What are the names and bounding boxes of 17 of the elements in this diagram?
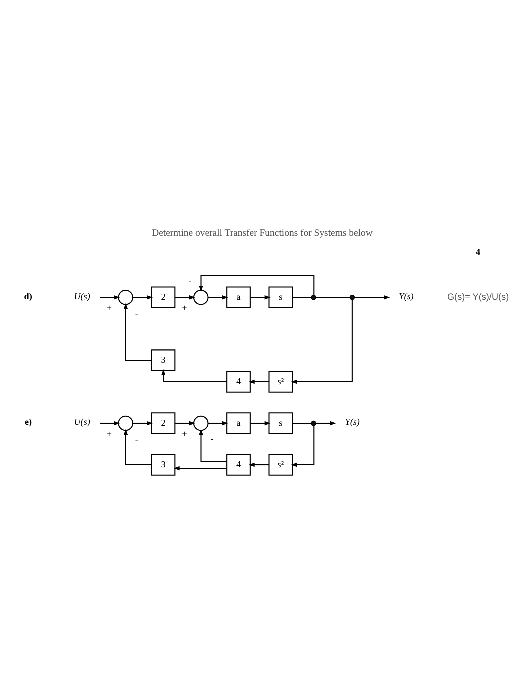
- label: d): [24, 290, 32, 301]
- edge-label: +: [182, 428, 188, 438]
- node-text: Y(s): [345, 416, 360, 427]
- edge-label: +: [106, 428, 112, 438]
- label: 4: [476, 246, 481, 257]
- node-text: Y(s): [399, 290, 414, 301]
- edge-label: -: [135, 434, 138, 444]
- label: e): [24, 416, 32, 427]
- label: G(s)= Y(s)/U(s): [447, 292, 510, 302]
- edge-label: -: [188, 275, 192, 286]
- diagram-title: Determine overall Transfer Functions for Systems below: [152, 227, 373, 238]
- edge-label: -: [135, 308, 138, 318]
- edge-label: +: [182, 302, 188, 312]
- node-text: U(s): [74, 290, 90, 301]
- edge-label: +: [106, 302, 112, 312]
- node-text: U(s): [74, 416, 90, 427]
- edge-label: -: [210, 434, 214, 444]
